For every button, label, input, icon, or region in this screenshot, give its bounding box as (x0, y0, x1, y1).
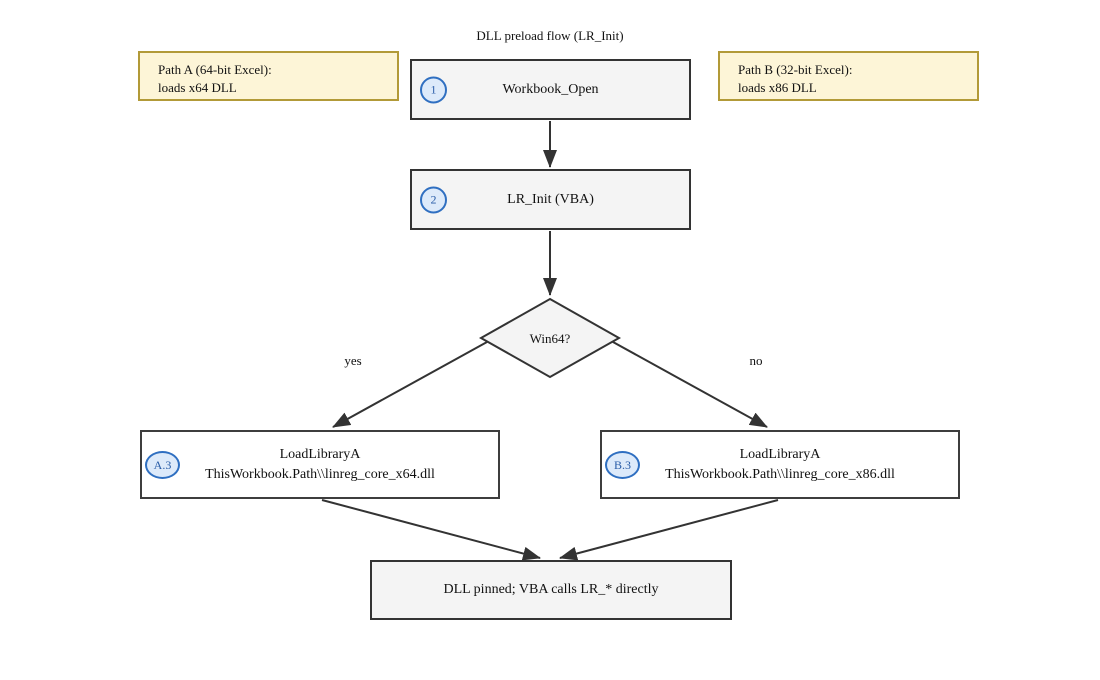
edge-loadx64-done (321, 499, 541, 561)
decision-diamond (478, 297, 622, 379)
node-lr-init-label: LR_Init (VBA) (507, 191, 594, 207)
node-load-x86-line1: LoadLibraryA (739, 446, 821, 462)
note-path-a-line2: loads x64 DLL (158, 80, 237, 95)
note-path-a-line1: Path A (64-bit Excel): (158, 62, 272, 77)
node-load-x64-line1: LoadLibraryA (279, 446, 361, 462)
node-load-x64-line2: ThisWorkbook.Path\\linreg_core_x64.dll (205, 466, 435, 482)
note-path-a: Path A (64-bit Excel): loads x64 DLL (138, 51, 399, 101)
edge-loadx86-done (559, 499, 779, 561)
node-load-x64: A.3 LoadLibraryA ThisWorkbook.Path\\linr… (140, 430, 500, 499)
step-a3-badge: A.3 (145, 450, 180, 479)
note-path-b-line2: loads x86 DLL (738, 80, 817, 95)
decision-label: Win64? (529, 331, 571, 346)
node-done: DLL pinned; VBA calls LR_* directly (370, 560, 732, 620)
step-2-badge: 2 (420, 186, 447, 213)
diagram-title: DLL preload flow (LR_Init) (476, 28, 624, 43)
step-b3-badge: B.3 (605, 450, 640, 479)
edge-decision-loadx64 (332, 341, 488, 428)
node-done-label: DLL pinned; VBA calls LR_* directly (443, 582, 659, 597)
node-workbook-open-label: Workbook_Open (502, 81, 599, 97)
note-path-b-line1: Path B (32-bit Excel): (738, 62, 853, 77)
node-load-x86-line2: ThisWorkbook.Path\\linreg_core_x86.dll (665, 466, 895, 482)
node-lr-init: 2 LR_Init (VBA) (410, 169, 691, 230)
step-1-badge: 1 (420, 76, 447, 103)
node-load-x86: B.3 LoadLibraryA ThisWorkbook.Path\\linr… (600, 430, 960, 499)
node-workbook-open: 1 Workbook_Open (410, 59, 691, 120)
edge-label-no: no (749, 353, 763, 368)
edge-label-yes: yes (344, 353, 362, 368)
note-path-b: Path B (32-bit Excel): loads x86 DLL (718, 51, 979, 101)
edge-decision-loadx86 (612, 341, 768, 428)
